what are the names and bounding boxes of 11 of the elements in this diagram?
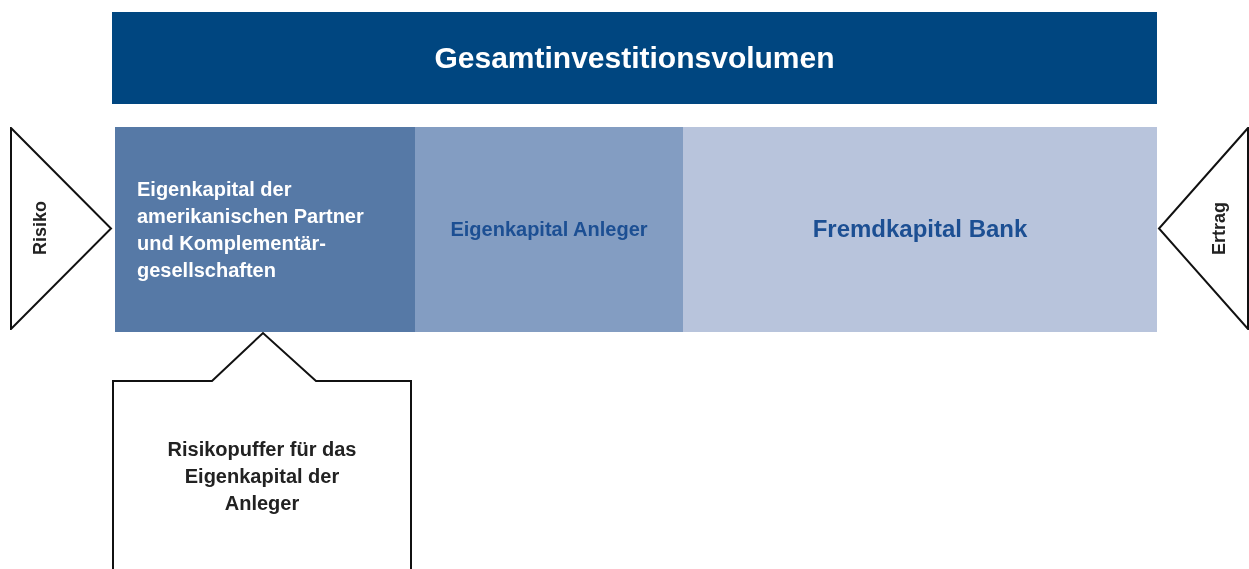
- vertical-label: Risiko: [29, 201, 51, 256]
- capital-segment: [683, 127, 1157, 332]
- segment-label: Fremdkapital Bank: [812, 214, 1028, 245]
- segment-label: Eigenkapital Anleger: [450, 217, 648, 242]
- title-bar: [112, 12, 1157, 104]
- vertical-label: Ertrag: [1207, 202, 1230, 255]
- title-text: Gesamtinvestitionsvolumen: [434, 39, 835, 76]
- capital-segment: [415, 127, 683, 332]
- segment-label: Eigenkapital der amerikanischen Partner und Komplementär- gesellschaften: [137, 176, 365, 283]
- callout-text: Risikopuffer für das Eigenkapital der Anleger: [166, 436, 358, 516]
- capital-segment: [115, 127, 415, 332]
